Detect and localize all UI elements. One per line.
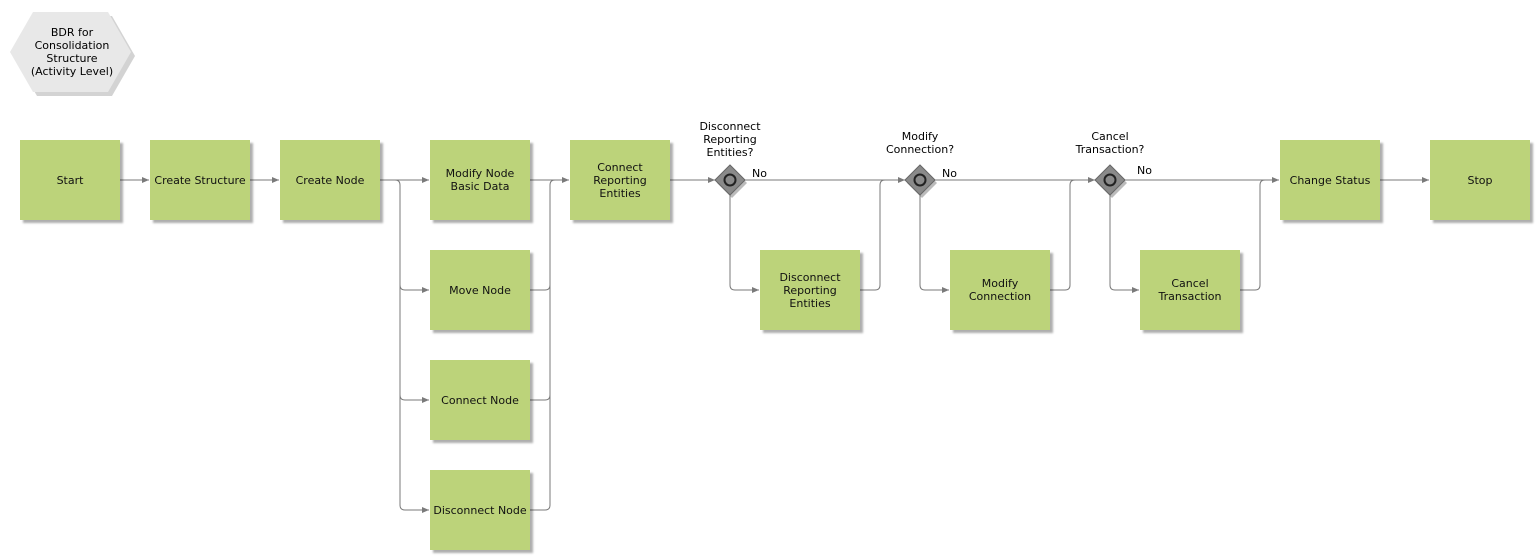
gateway-3-diamond	[1094, 164, 1127, 198]
connector-disconnect-merge	[530, 395, 551, 511]
gateway-1-label: Disconnect Reporting Entities?	[699, 120, 761, 159]
node-disconnect-node[interactable]: Disconnect Node	[430, 470, 530, 550]
node-stop[interactable]: Stop	[1430, 140, 1530, 220]
node-create-node[interactable]: Create Node	[280, 140, 380, 220]
gateway-2-label: Modify Connection?	[885, 130, 955, 156]
gateway-1-diamond	[714, 164, 747, 198]
node-disconnect-reporting-entities[interactable]: Disconnect Reporting Entities	[760, 250, 860, 330]
connector-create-node-disconnect	[399, 395, 429, 513]
gateway-3-no-label: No	[1137, 164, 1152, 177]
node-connect-reporting-entities[interactable]: Connect Reporting Entities	[570, 140, 670, 220]
node-modify-node-basic-data[interactable]: Modify Node Basic Data	[430, 140, 530, 220]
connector-gateway3-yes	[1109, 195, 1139, 293]
connector-cancel-transaction-merge	[1240, 179, 1266, 291]
connectors	[120, 177, 1429, 513]
connector-connect-merge	[530, 285, 551, 401]
node-modify-connection[interactable]: Modify Connection	[950, 250, 1050, 330]
connector-modify-connection-merge	[1050, 179, 1076, 291]
node-cancel-transaction[interactable]: Cancel Transaction	[1140, 250, 1240, 330]
gateway-2-no-label: No	[942, 167, 957, 180]
gateway-3-label: Cancel Transaction?	[1075, 130, 1145, 156]
connector-create-node-connect	[399, 285, 429, 403]
gateway-2-diamond	[904, 164, 937, 198]
connector-gateway1-yes	[729, 195, 759, 293]
diagram-title: BDR for Consolidation Structure (Activit…	[30, 26, 114, 78]
diagram-title-hexagon	[10, 12, 135, 96]
connector-create-node-move	[380, 179, 429, 293]
node-move-node[interactable]: Move Node	[430, 250, 530, 330]
connector-disconnect-reporting-merge	[860, 179, 886, 291]
gateway-1-no-label: No	[752, 167, 767, 180]
node-create-structure[interactable]: Create Structure	[150, 140, 250, 220]
node-start[interactable]: Start	[20, 140, 120, 220]
node-connect-node[interactable]: Connect Node	[430, 360, 530, 440]
connector-move-merge	[530, 179, 556, 291]
connector-gateway2-yes	[919, 195, 949, 293]
node-change-status[interactable]: Change Status	[1280, 140, 1380, 220]
